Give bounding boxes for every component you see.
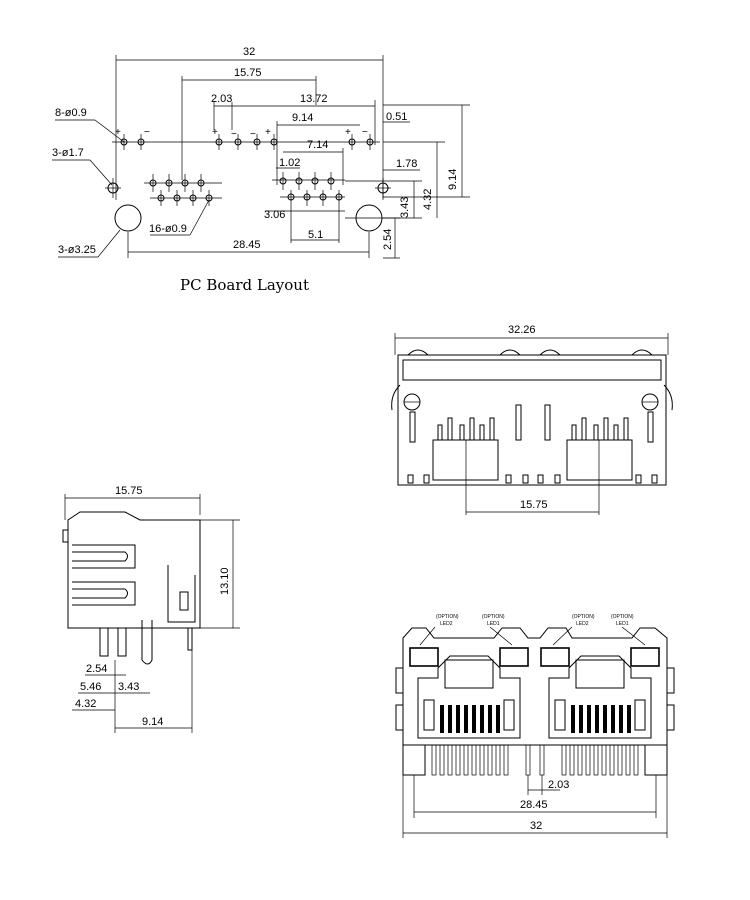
pcb-layout-title: PC Board Layout bbox=[180, 276, 309, 294]
svg-text:−: − bbox=[250, 129, 256, 140]
dim-inner-span: 7.14 bbox=[307, 139, 328, 151]
dim-right-offset: 0.51 bbox=[386, 111, 407, 123]
top-view: 32.26 bbox=[391, 324, 673, 515]
led-label-3: LED2 bbox=[576, 621, 589, 627]
dim-hole-span: 28.45 bbox=[233, 239, 261, 251]
front-gap: 2.03 bbox=[548, 779, 569, 791]
svg-text:−: − bbox=[231, 129, 237, 140]
svg-text:(OPTION): (OPTION) bbox=[611, 614, 634, 620]
dim-pin-offset: 2.03 bbox=[211, 93, 232, 105]
dim-pin-group: 5.1 bbox=[308, 229, 323, 241]
side-pin-d: 4.32 bbox=[75, 698, 96, 710]
side-height: 13.10 bbox=[219, 567, 231, 595]
callout-plastic-post: 3-ø1.7 bbox=[52, 147, 84, 159]
side-pin-a: 2.54 bbox=[86, 663, 107, 675]
dim-small-offset: 3.06 bbox=[264, 209, 285, 221]
front-pins bbox=[431, 744, 639, 776]
right-pin-rows bbox=[272, 172, 345, 243]
top-width: 32.26 bbox=[508, 324, 536, 336]
dim-pitch: 1.02 bbox=[279, 157, 300, 169]
dim-overall-width: 32 bbox=[243, 46, 255, 58]
side-depth: 15.75 bbox=[115, 485, 143, 497]
led-label-2: LED1 bbox=[487, 621, 500, 627]
svg-text:(OPTION): (OPTION) bbox=[482, 614, 505, 620]
front-width: 32 bbox=[530, 820, 542, 832]
right-jack-contacts bbox=[571, 705, 631, 733]
dim-row-height: 4.32 bbox=[422, 189, 434, 210]
dim-hole-offset: 2.54 bbox=[382, 229, 394, 250]
front-view: (OPTION) LED2 (OPTION) LED1 (OPTION) LED… bbox=[395, 614, 675, 838]
callout-mount-holes: 3-ø3.25 bbox=[58, 244, 96, 256]
svg-text:+: + bbox=[345, 127, 351, 138]
led-holes: + − + − − + + − bbox=[112, 127, 380, 150]
side-pin-e: 9.14 bbox=[142, 716, 163, 728]
side-pin-b: 5.46 bbox=[80, 681, 101, 693]
svg-text:−: − bbox=[362, 127, 368, 138]
led-label-1: LED2 bbox=[440, 621, 453, 627]
svg-text:(OPTION): (OPTION) bbox=[572, 614, 595, 620]
dim-row-gap: 3.43 bbox=[399, 197, 411, 218]
svg-text:+: + bbox=[115, 127, 121, 138]
left-pin-rows bbox=[105, 174, 222, 206]
svg-text:−: − bbox=[144, 127, 150, 138]
svg-text:(OPTION): (OPTION) bbox=[436, 614, 459, 620]
dim-pin-span: 13.72 bbox=[300, 93, 328, 105]
side-pin-c: 3.43 bbox=[118, 681, 139, 693]
left-jack-contacts bbox=[440, 705, 500, 733]
dim-half-width: 15.75 bbox=[234, 67, 262, 79]
pcb-layout: 32 15.75 2.03 13.72 0.51 9.14 7.14 1.02 … bbox=[52, 46, 470, 294]
callout-signal-holes: 16-ø0.9 bbox=[149, 223, 187, 235]
dim-led-span: 9.14 bbox=[292, 112, 313, 124]
top-pin-span: 15.75 bbox=[520, 499, 548, 511]
callout-led-holes: 8-ø0.9 bbox=[55, 107, 87, 119]
led-label-4: LED1 bbox=[616, 621, 629, 627]
dim-row-offset: 1.78 bbox=[396, 158, 417, 170]
svg-text:+: + bbox=[212, 127, 218, 138]
svg-text:+: + bbox=[265, 127, 271, 138]
side-view: 15.75 13.10 2.54 5.46 3.43 4.32 9.14 bbox=[62, 485, 240, 733]
dim-height-total: 9.14 bbox=[447, 169, 459, 190]
front-span: 28.45 bbox=[520, 799, 548, 811]
